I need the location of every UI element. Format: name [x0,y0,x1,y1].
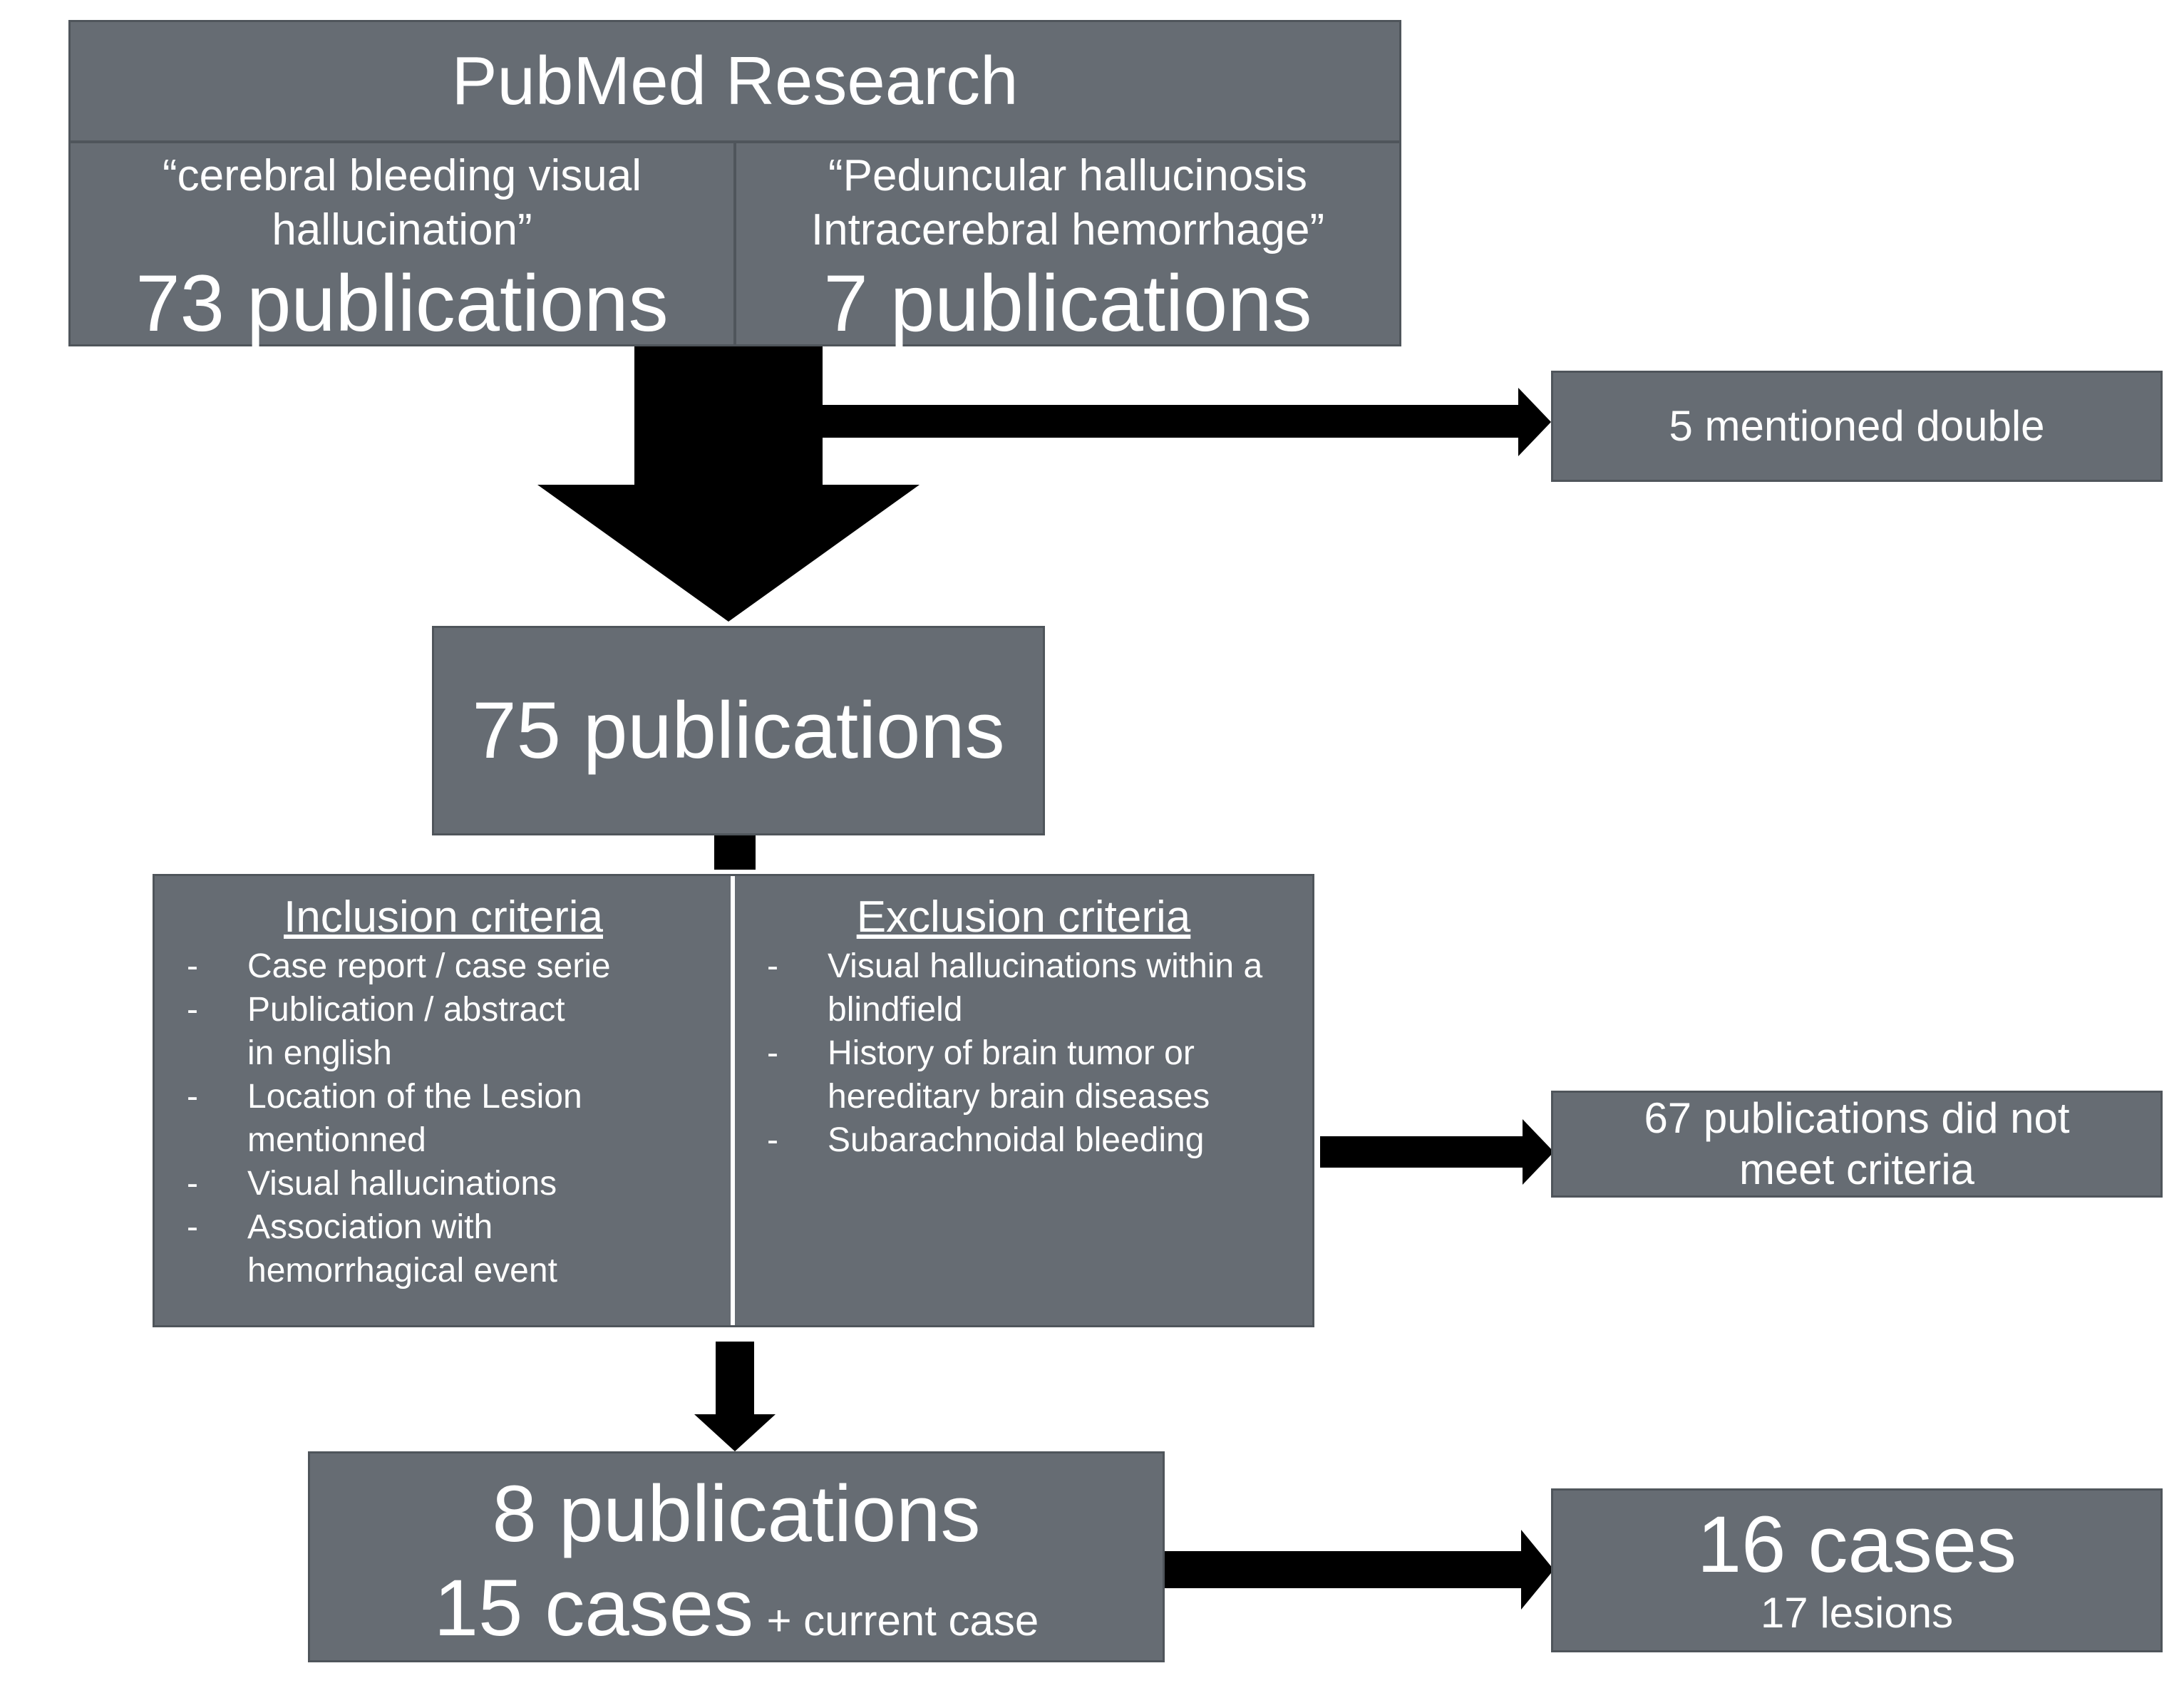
inclusion-criterion: Association with hemorrhagical event [155,1205,732,1292]
criteria-divider [731,876,735,1325]
inclusion-criterion: Case report / case serie [155,945,732,988]
left-query-count: 73 publications [135,259,669,348]
exclusion-criterion: Subarachnoidal bleeding [735,1118,1312,1162]
exclusion-criterion: Visual hallucinations within a blindfiel… [735,945,1312,1031]
pubmed-research-title: PubMed Research [451,43,1019,119]
big-down-arrow-shaft [634,346,823,486]
merged-publications-box: 75 publications [432,626,1045,835]
exclusion-criteria-list: Visual hallucinations within a blindfiel… [735,945,1312,1162]
inclusion-criterion: Publication / abstract in english [155,988,732,1075]
result-cases-line: 15 cases + current case [310,1563,1163,1666]
pubmed-research-box: PubMed Research “cerebral bleeding visua… [68,20,1401,348]
duplicates-arrowhead [1518,388,1551,456]
inclusion-criteria-column: Inclusion criteria Case report / case se… [155,876,732,1325]
big-down-arrowhead [537,485,920,622]
merged-to-criteria-connector [714,835,756,870]
criteria-box: Inclusion criteria Case report / case se… [153,874,1314,1327]
merged-publications-label: 75 publications [472,686,1005,775]
exclusion-criteria-column: Exclusion criteria Visual hallucinations… [735,876,1312,1325]
final-cases: 16 cases [1696,1500,2017,1589]
result-arrow-shaft [716,1342,754,1416]
final-arrowhead [1521,1530,1554,1610]
right-query-count: 7 publications [823,259,1312,348]
inclusion-criteria-list: Case report / case serie Publication / a… [155,945,732,1292]
inclusion-criterion: Location of the Lesion mentionned [155,1075,732,1162]
inclusion-criterion: Visual hallucinations [155,1162,732,1205]
duplicates-box: 5 mentioned double [1551,371,2163,482]
right-query-text: “Peduncular hallucinosis Intracerebral h… [810,151,1325,254]
excluded-arrowhead [1523,1119,1554,1185]
result-current-case: + current case [766,1597,1039,1645]
top-divider-horizontal [71,140,1399,143]
inclusion-criteria-title: Inclusion criteria [284,892,603,942]
left-query-text: “cerebral bleeding visual hallucination” [162,151,642,254]
final-box: 16 cases 17 lesions [1551,1488,2163,1652]
excluded-box: 67 publications did not meet criteria [1551,1091,2163,1198]
duplicates-arrow-shaft [823,405,1521,438]
exclusion-criterion: History of brain tumor or hereditary bra… [735,1031,1312,1118]
excluded-arrow-shaft [1320,1136,1525,1168]
result-box: 8 publications 15 cases + current case [308,1451,1165,1662]
result-publications: 8 publications [492,1469,981,1558]
excluded-label: 67 publications did not meet criteria [1644,1094,2070,1193]
result-arrowhead [694,1414,776,1451]
duplicates-label: 5 mentioned double [1669,402,2045,450]
right-query-panel: “Peduncular hallucinosis Intracerebral h… [736,149,1399,350]
left-query-panel: “cerebral bleeding visual hallucination”… [71,149,733,350]
final-lesions: 17 lesions [1760,1589,1954,1637]
exclusion-criteria-title: Exclusion criteria [856,892,1191,942]
final-arrow-shaft [1165,1551,1524,1588]
result-cases: 15 cases [433,1563,753,1652]
top-divider-vertical [733,143,736,344]
